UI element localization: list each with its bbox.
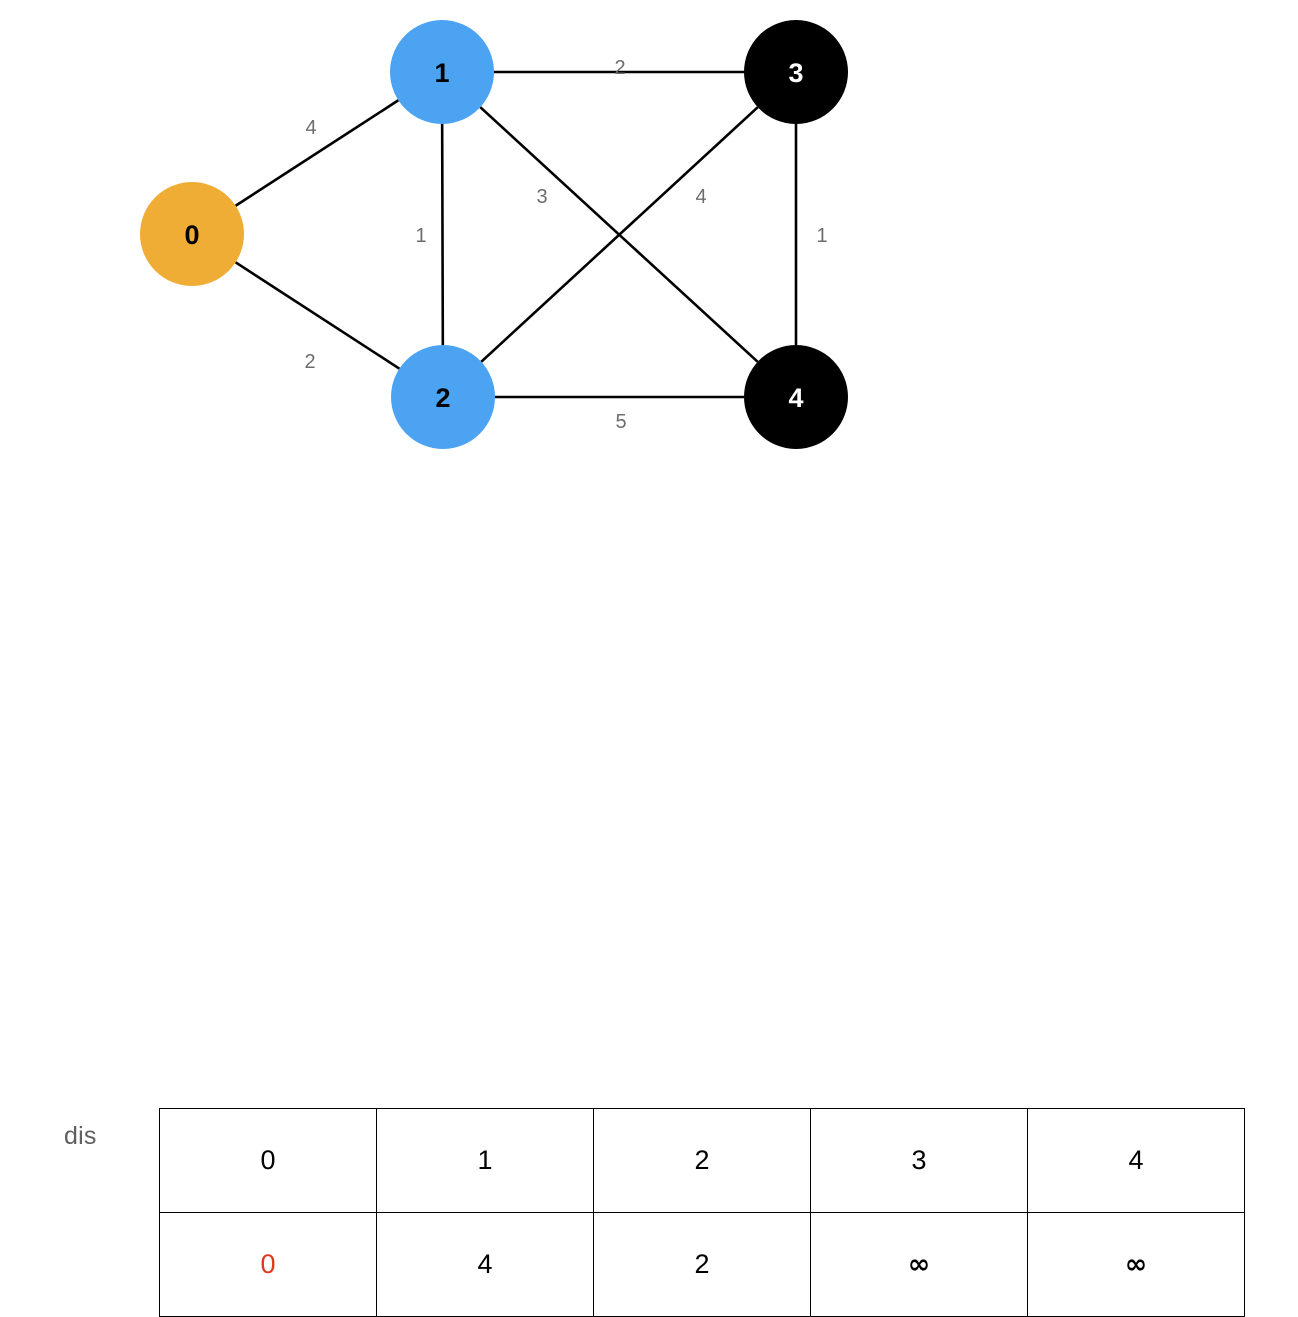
table-header-cell-4: 4 [1027, 1108, 1245, 1213]
edge-weight-1-2: 1 [415, 225, 426, 247]
graph-svg: 4 2 1 2 3 4 5 1 0 1 2 3 4 [140, 20, 848, 449]
infinity-glyph: ∞ [1124, 1249, 1148, 1280]
graph-node-0[interactable]: 0 [140, 182, 244, 286]
table-value-cell-3: ∞ [810, 1212, 1028, 1317]
edges-group [234, 70, 798, 399]
dis-array-caption: dis [64, 1122, 97, 1150]
graph-edge-0-2 [234, 261, 401, 370]
node-circle-3[interactable] [744, 20, 848, 124]
node-circle-0[interactable] [140, 182, 244, 286]
edge-weight-0-1: 4 [305, 117, 316, 139]
edge-weights-group: 4 2 1 2 3 4 5 1 [304, 57, 827, 433]
table-value-cell-4: ∞ [1027, 1212, 1245, 1317]
edge-weight-3-4: 1 [816, 225, 827, 247]
node-label-1: 1 [434, 58, 449, 88]
edge-weight-2-4: 5 [615, 411, 626, 433]
table-header-cell-1: 1 [376, 1108, 594, 1213]
graph-node-4[interactable]: 4 [744, 345, 848, 449]
graph-node-2[interactable]: 2 [391, 345, 495, 449]
edge-weight-2-3: 4 [695, 186, 706, 208]
graph-node-3[interactable]: 3 [744, 20, 848, 124]
node-label-2: 2 [435, 383, 450, 413]
edge-weight-0-2: 2 [304, 351, 315, 373]
nodes-group: 0 1 2 3 4 [140, 20, 848, 449]
node-label-4: 4 [788, 383, 803, 413]
table-header-cell-0: 0 [159, 1108, 377, 1213]
infinity-glyph: ∞ [907, 1249, 931, 1280]
table-value-cell-0: 0 [159, 1212, 377, 1317]
node-circle-4[interactable] [744, 345, 848, 449]
graph-edge-2-3 [480, 106, 759, 363]
table-header-cell-3: 3 [810, 1108, 1028, 1213]
node-circle-2[interactable] [391, 345, 495, 449]
table-value-cell-1: 4 [376, 1212, 594, 1317]
graph-edge-0-1 [234, 99, 400, 207]
node-label-0: 0 [184, 220, 199, 250]
graph-edge-1-2 [440, 123, 445, 346]
node-circle-1[interactable] [390, 20, 494, 124]
graph-node-1[interactable]: 1 [390, 20, 494, 124]
edge-weight-1-3: 2 [614, 57, 625, 79]
table-header-cell-2: 2 [593, 1108, 811, 1213]
table-value-cell-2: 2 [593, 1212, 811, 1317]
node-label-3: 3 [788, 58, 803, 88]
edge-weight-1-4: 3 [536, 186, 547, 208]
